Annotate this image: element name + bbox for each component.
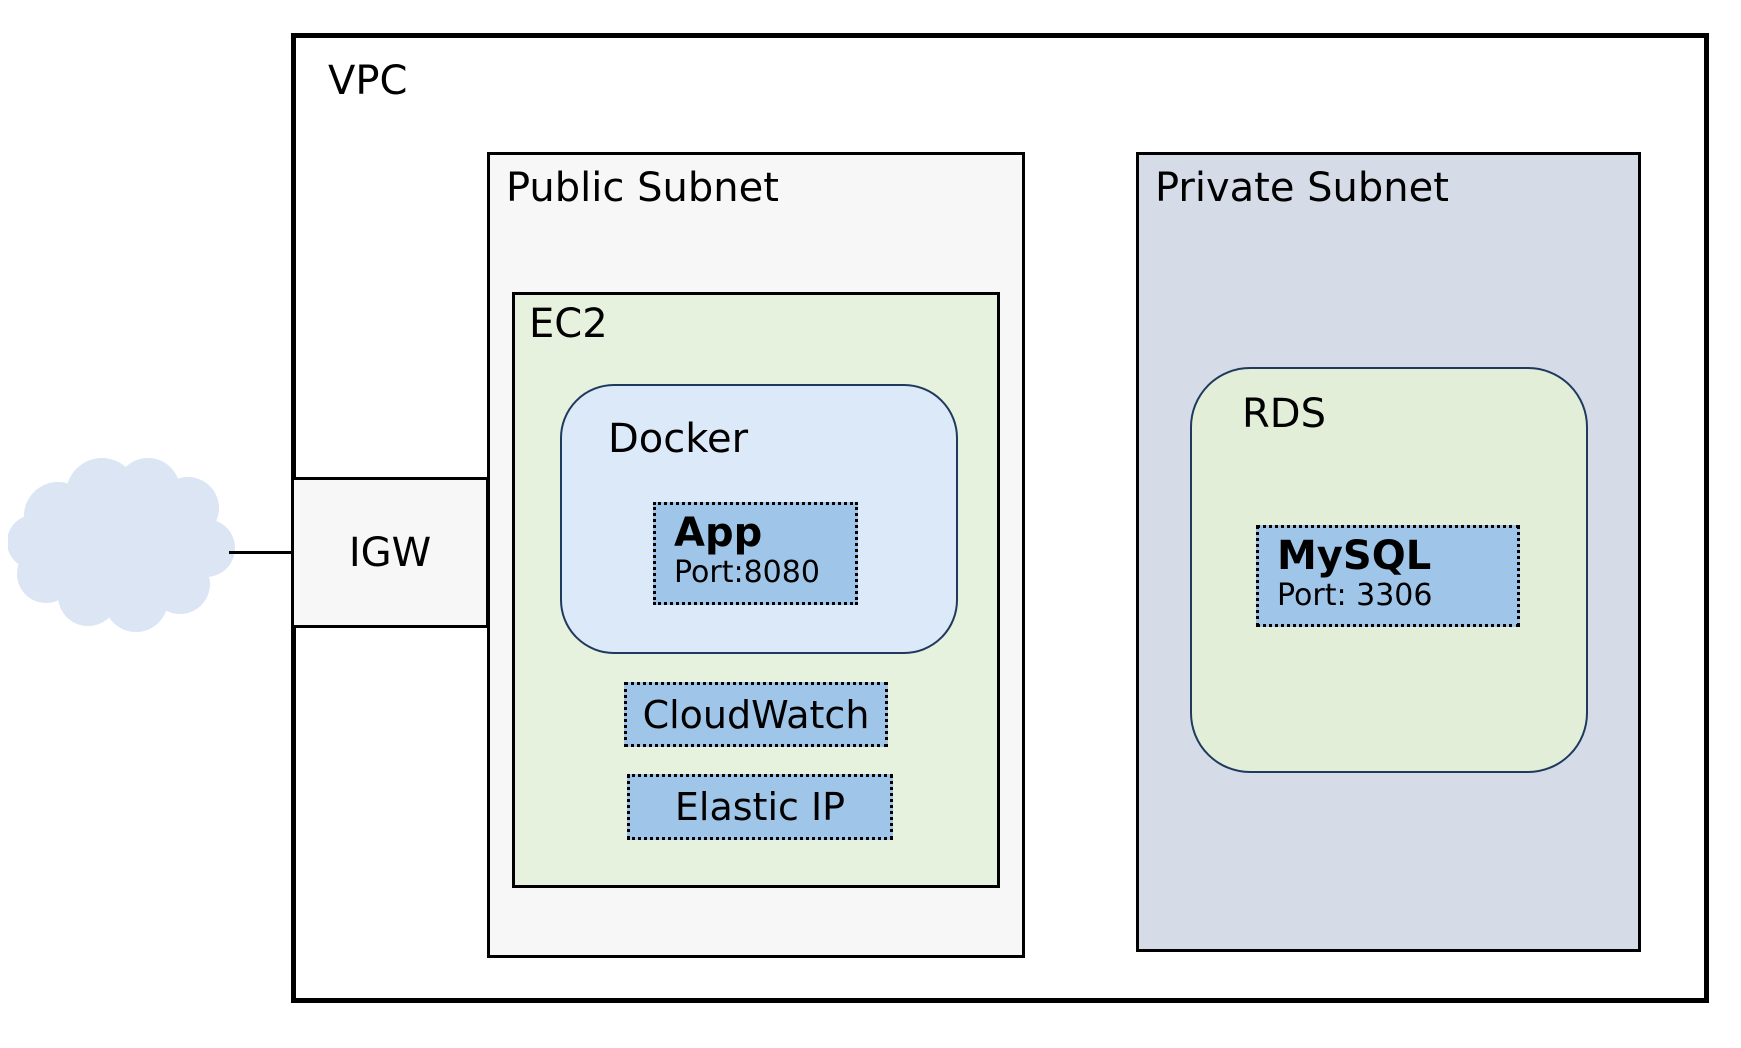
cloudwatch-label: CloudWatch <box>642 692 870 737</box>
private-subnet-label: Private Subnet <box>1155 165 1449 211</box>
app-label: App <box>674 510 763 556</box>
vpc-label: VPC <box>328 58 408 104</box>
mysql-box: MySQL Port: 3306 <box>1256 525 1520 627</box>
ec2-label: EC2 <box>529 301 608 347</box>
cloudwatch-box: CloudWatch <box>624 682 888 747</box>
internet-cloud-icon <box>8 448 236 638</box>
elastic-ip-box: Elastic IP <box>627 774 893 840</box>
app-port-label: Port:8080 <box>674 554 820 590</box>
cloud-igw-connector-line <box>229 551 293 554</box>
app-box: App Port:8080 <box>653 502 858 605</box>
docker-label: Docker <box>608 416 749 462</box>
mysql-port-label: Port: 3306 <box>1277 577 1433 613</box>
rds-label: RDS <box>1242 391 1326 437</box>
igw-label: IGW <box>348 529 432 576</box>
igw-box: IGW <box>291 477 489 628</box>
elastic-ip-label: Elastic IP <box>674 785 846 829</box>
cloud-shape <box>8 458 235 632</box>
public-subnet-label: Public Subnet <box>506 165 779 211</box>
mysql-label: MySQL <box>1277 533 1432 579</box>
